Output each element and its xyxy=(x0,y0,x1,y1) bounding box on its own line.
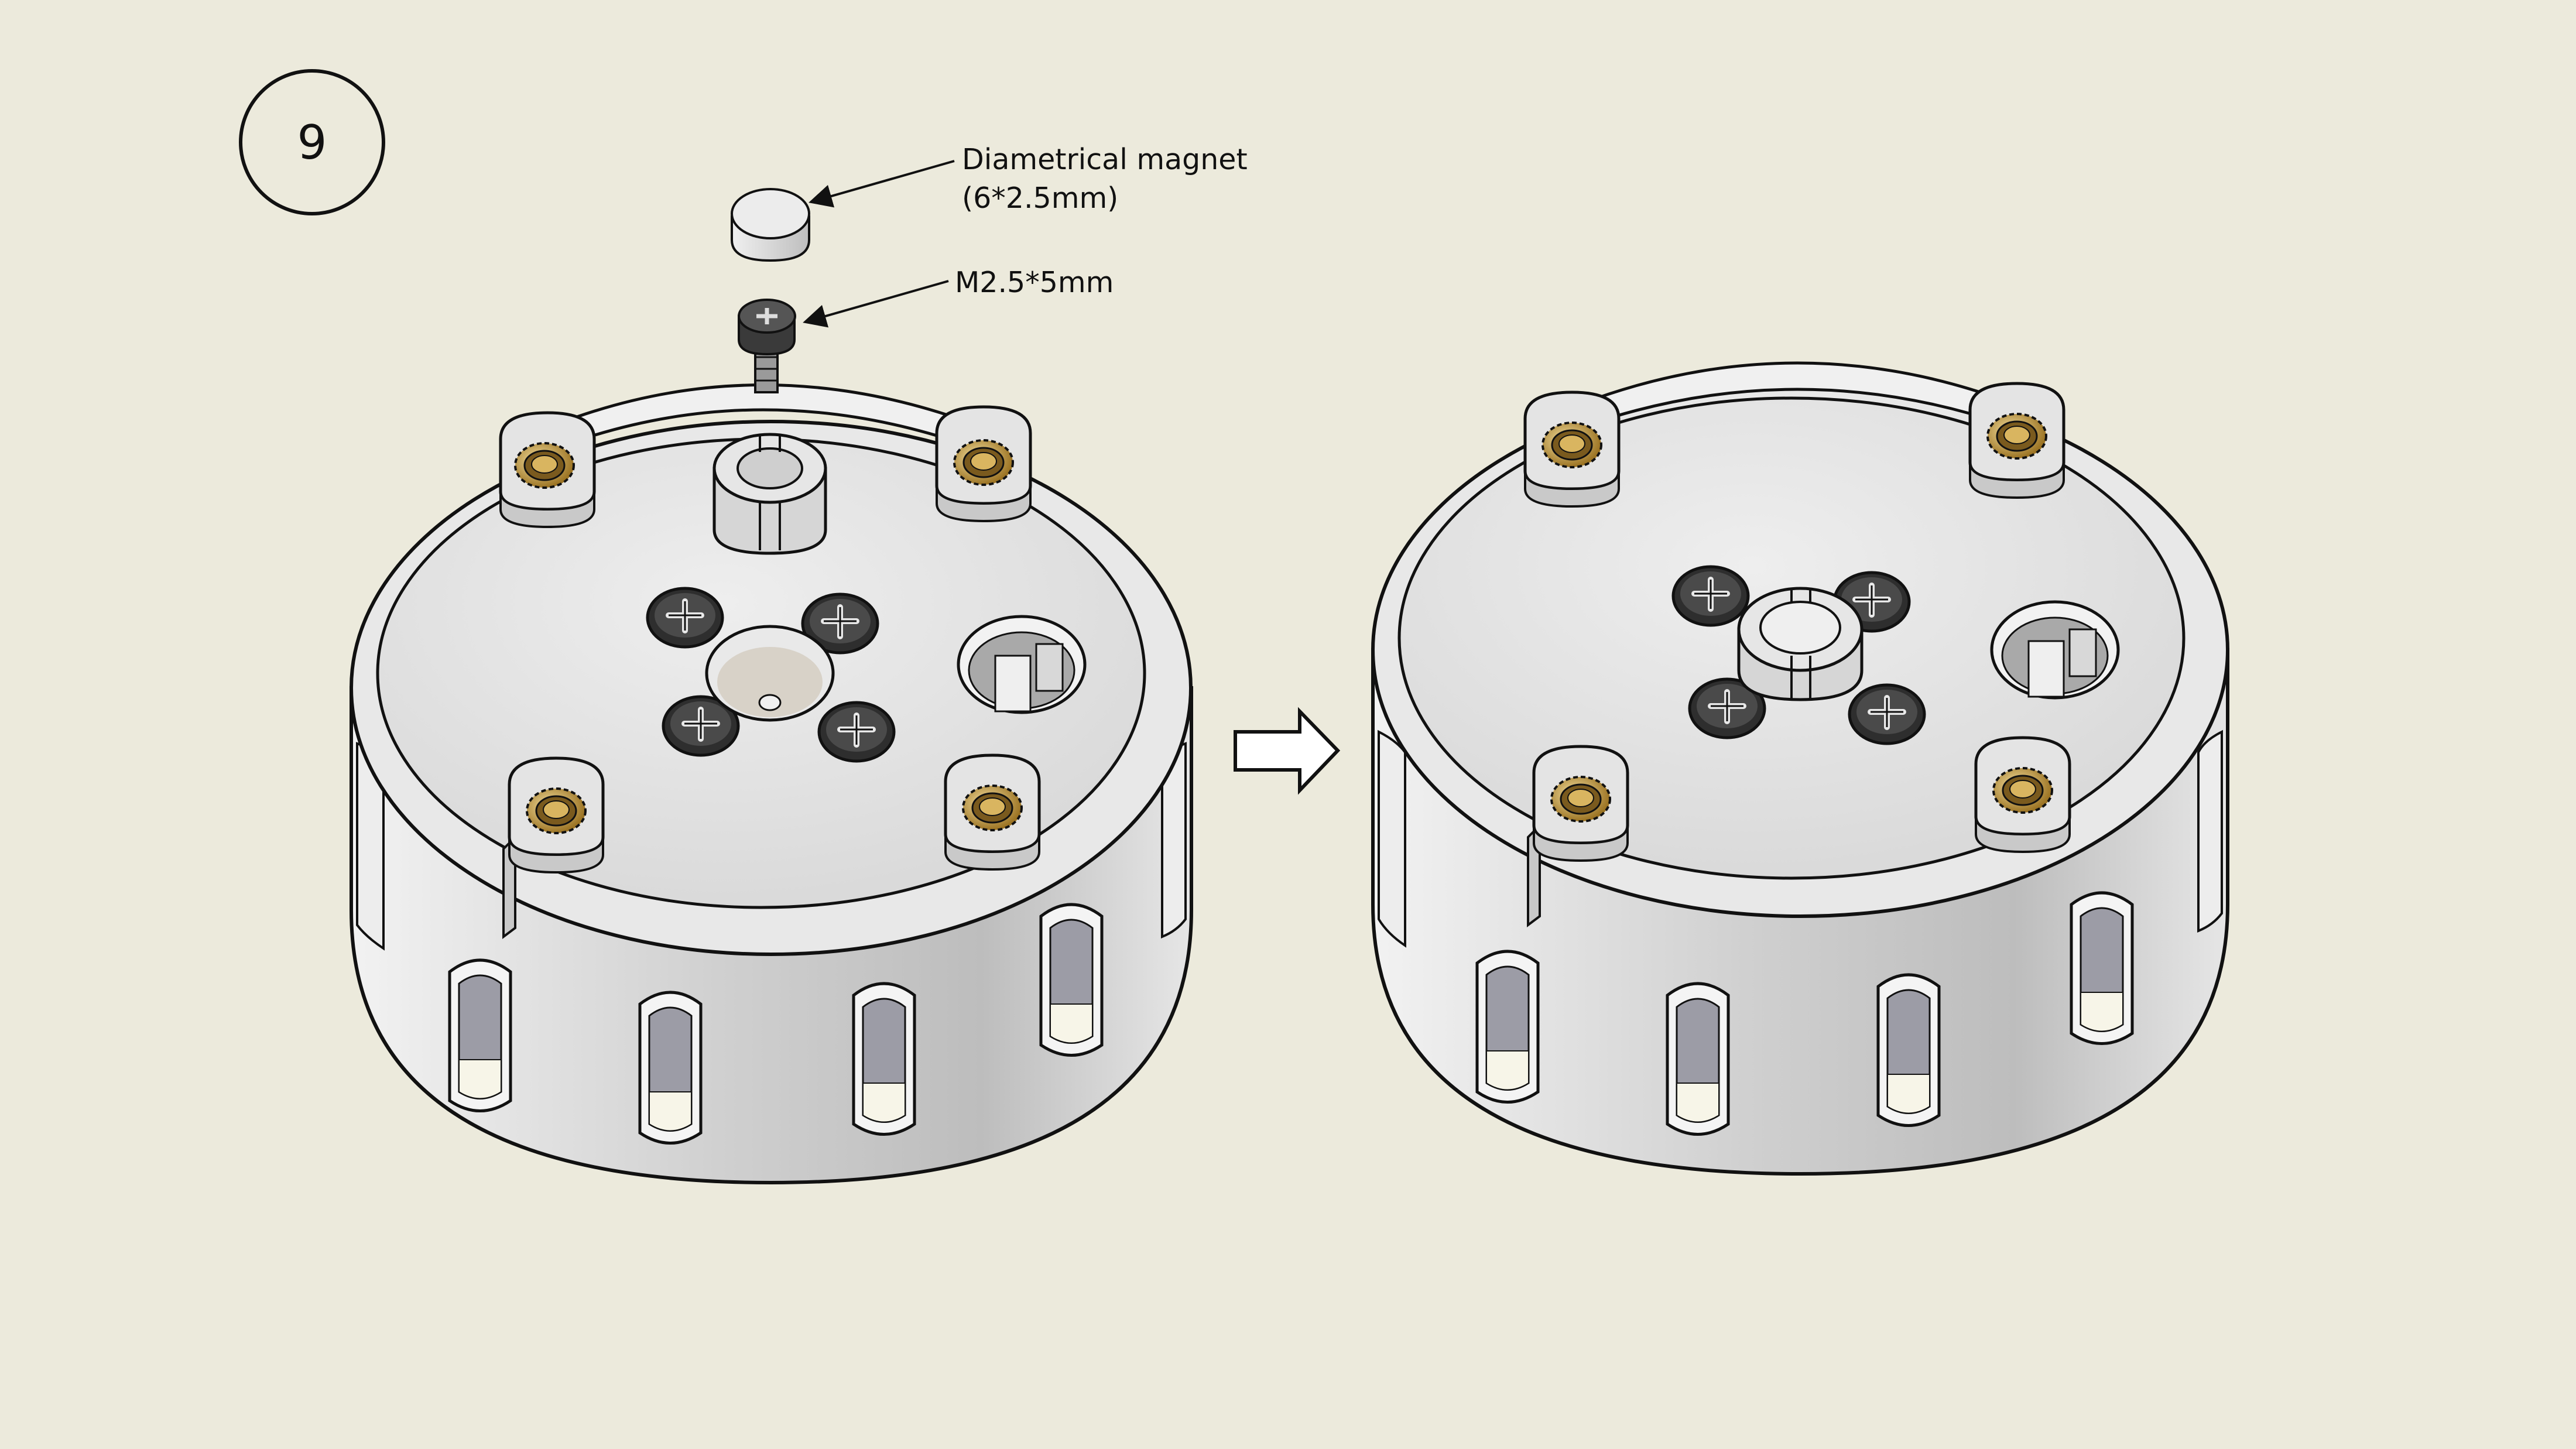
m25-screw-icon xyxy=(738,299,796,393)
magnet-callout-size: (6*2.5mm) xyxy=(962,181,1119,215)
screw-callout: M2.5*5mm xyxy=(955,263,1114,302)
brass-insert-icon xyxy=(1986,413,2047,460)
screw-callout-label: M2.5*5mm xyxy=(955,266,1114,299)
window-slot-edge xyxy=(1378,729,1406,948)
shaft-collar-with-magnet xyxy=(1737,587,1864,701)
phillips-screw-icon xyxy=(648,588,722,647)
step-number-badge: 9 xyxy=(239,69,385,215)
sensor-window-right xyxy=(1990,600,2120,700)
exploded-assembly-left xyxy=(350,160,1193,1185)
window-slot xyxy=(2071,893,2132,1044)
window-slot xyxy=(450,960,511,1111)
brass-insert-icon xyxy=(526,787,587,834)
window-slot xyxy=(1667,984,1728,1135)
brass-insert-icon xyxy=(514,442,575,489)
right-arrow-icon xyxy=(1234,707,1341,795)
brass-insert-icon xyxy=(1542,422,1602,468)
phillips-screw-icon xyxy=(1849,685,1924,744)
shaft-collar-left xyxy=(712,433,827,555)
leader-line-magnet xyxy=(809,160,955,208)
step-number: 9 xyxy=(297,115,327,170)
window-slot-edge xyxy=(2197,729,2223,933)
magnet-callout-title: Diametrical magnet xyxy=(962,143,1248,176)
window-slot xyxy=(854,984,914,1135)
window-slot xyxy=(640,992,701,1143)
brass-insert-icon xyxy=(1992,767,2053,814)
window-slot xyxy=(1477,951,1538,1102)
diametrical-magnet-icon xyxy=(731,188,810,262)
window-slot xyxy=(1878,975,1939,1126)
magnet-callout: Diametrical magnet (6*2.5mm) xyxy=(962,141,1248,218)
phillips-screw-icon xyxy=(1673,567,1748,625)
window-slot xyxy=(1041,905,1102,1056)
phillips-screw-icon xyxy=(819,703,894,761)
brass-insert-icon xyxy=(953,439,1014,486)
magnet-pocket-left xyxy=(705,625,835,722)
sensor-window-left xyxy=(957,615,1087,714)
assembled-unit-right xyxy=(1371,361,2229,1176)
leader-line-screw xyxy=(803,280,949,328)
brass-insert-icon xyxy=(1550,776,1611,823)
brass-insert-icon xyxy=(962,785,1023,831)
